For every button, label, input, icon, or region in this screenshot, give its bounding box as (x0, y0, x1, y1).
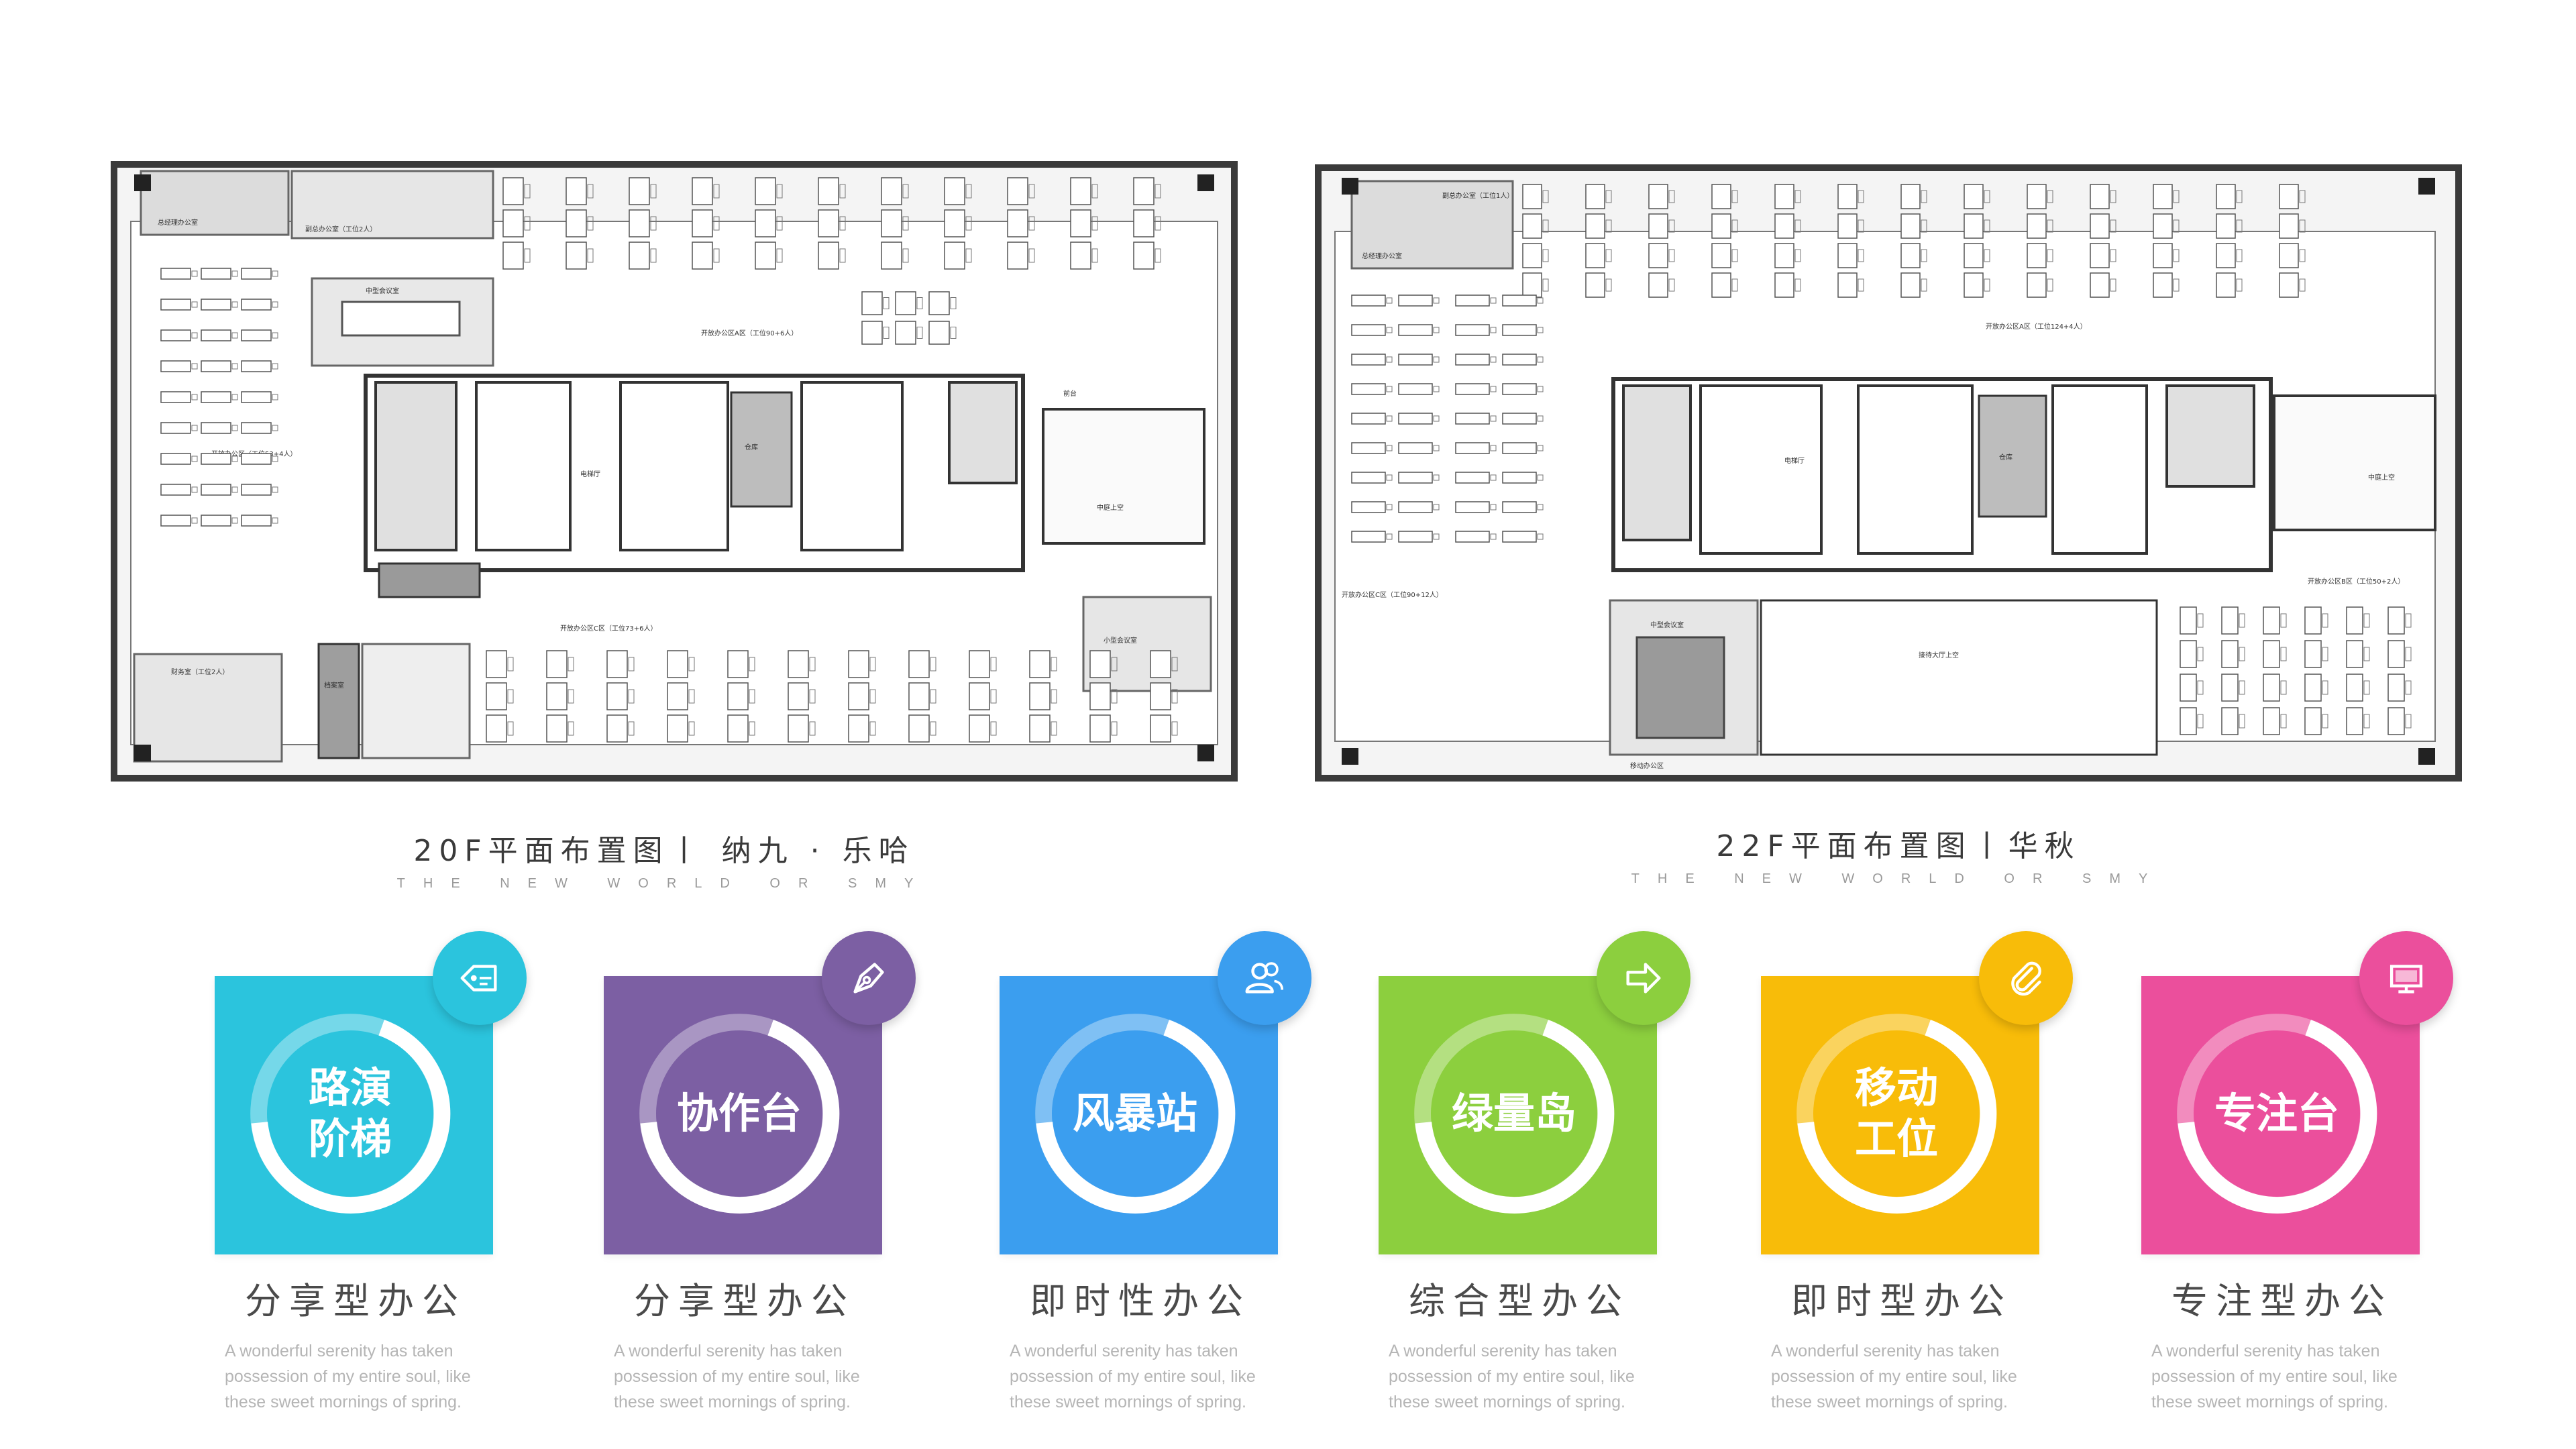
svg-text:开放办公区C区（工位90+12人）: 开放办公区C区（工位90+12人） (1342, 590, 1443, 599)
plan-subtitle-22f: THE NEW WORLD OR SMY (1631, 871, 2166, 886)
card-description: A wonderful serenity has taken possessio… (1389, 1342, 1635, 1411)
card-label: 路演 阶梯 (308, 1063, 392, 1163)
plan-title-22f-text: 22F平面布置图丨华秋 (1716, 829, 2081, 863)
svg-text:开放办公区C区（工位73+6人）: 开放办公区C区（工位73+6人） (560, 624, 657, 633)
svg-text:仓库: 仓库 (1999, 453, 2012, 462)
card-description: A wonderful serenity has taken possessio… (1010, 1342, 1256, 1411)
plan-title-20f: 20F平面布置图丨 纳九 · 乐哈 THE NEW WORLD OR SMY (376, 826, 953, 892)
svg-text:中庭上空: 中庭上空 (1097, 503, 1124, 512)
card-focus-desk: 专注台 专注型办公 A wonderful serenity has taken… (2138, 909, 2493, 1419)
svg-text:档案室: 档案室 (324, 681, 344, 690)
card-subtitle: 专注型办公 (2171, 1280, 2393, 1322)
svg-text:开放办公区A区（工位124+4人）: 开放办公区A区（工位124+4人） (1986, 322, 2087, 331)
progress-ring (1410, 1010, 1618, 1218)
monitor-icon (2359, 931, 2453, 1025)
card-subtitle: 分享型办公 (634, 1280, 855, 1322)
floor-plan-22f: 总经理办公室 副总办公室（工位1人） 电梯厅 仓库 中庭上空 中型会议室 接待大… (1315, 164, 2462, 782)
tag-icon (433, 931, 527, 1025)
card-subtitle: 即时型办公 (1791, 1280, 2012, 1322)
card-subtitle: 分享型办公 (245, 1280, 466, 1322)
svg-text:总经理办公室: 总经理办公室 (158, 218, 198, 227)
progress-ring (635, 1010, 843, 1218)
card-collaboration-desk: 协作台 分享型办公 A wonderful serenity has taken… (600, 909, 956, 1419)
card-label: 风暴站 (1072, 1089, 1197, 1138)
card-label: 专注台 (2214, 1089, 2339, 1138)
floor-plan-20f: N 总经理办公室 副总办公室（工位2人） 中型会议室 电梯厅 仓库 前台 中庭上… (111, 161, 1238, 782)
progress-ring (1792, 1010, 2000, 1218)
svg-text:电梯厅: 电梯厅 (580, 470, 600, 478)
arrow-right-icon (1597, 931, 1690, 1025)
card-subtitle: 即时性办公 (1030, 1280, 1251, 1322)
card-mobile-workstation: 移动 工位 即时型办公 A wonderful serenity has tak… (1758, 909, 2113, 1419)
plan-title-22f: 22F平面布置图丨华秋 THE NEW WORLD OR SMY (1617, 822, 2180, 887)
floor-plan-20f-drawing: N 总经理办公室 副总办公室（工位2人） 中型会议室 电梯厅 仓库 前台 中庭上… (111, 161, 1238, 782)
svg-text:副总办公室（工位1人）: 副总办公室（工位1人） (1442, 191, 1513, 200)
users-icon (1218, 931, 1311, 1025)
card-description: A wonderful serenity has taken possessio… (2151, 1342, 2398, 1411)
svg-text:中庭上空: 中庭上空 (2368, 473, 2395, 482)
pen-nib-icon (822, 931, 916, 1025)
svg-text:开放办公区A区（工位90+6人）: 开放办公区A区（工位90+6人） (701, 329, 798, 337)
card-description: A wonderful serenity has taken possessio… (614, 1342, 860, 1411)
svg-text:仓库: 仓库 (745, 443, 758, 451)
card-subtitle: 综合型办公 (1409, 1280, 1630, 1322)
svg-text:前台: 前台 (1063, 389, 1077, 398)
card-label: 移动 工位 (1854, 1063, 1938, 1163)
plan-title-20f-text: 20F平面布置图丨 纳九 · 乐哈 (413, 834, 915, 868)
progress-ring (2173, 1010, 2381, 1218)
progress-ring (1031, 1010, 1239, 1218)
svg-text:副总办公室（工位2人）: 副总办公室（工位2人） (305, 225, 376, 233)
card-label: 协作台 (676, 1089, 802, 1138)
svg-text:财务室（工位2人）: 财务室（工位2人） (171, 667, 229, 676)
svg-text:中型会议室: 中型会议室 (1650, 621, 1684, 629)
svg-text:开放办公区B区（工位50+2人）: 开放办公区B区（工位50+2人） (2308, 577, 2404, 586)
floor-plan-22f-drawing: 总经理办公室 副总办公室（工位1人） 电梯厅 仓库 中庭上空 中型会议室 接待大… (1315, 164, 2462, 782)
progress-ring (246, 1010, 454, 1218)
svg-text:中型会议室: 中型会议室 (366, 286, 399, 295)
card-roadshow-steps: 路演 阶梯 分享型办公 A wonderful serenity has tak… (211, 909, 567, 1419)
card-description: A wonderful serenity has taken possessio… (1771, 1342, 2017, 1411)
card-green-island: 绿量岛 综合型办公 A wonderful serenity has taken… (1375, 909, 1731, 1419)
svg-text:小型会议室: 小型会议室 (1104, 636, 1137, 645)
svg-text:总经理办公室: 总经理办公室 (1362, 252, 1402, 260)
svg-text:电梯厅: 电梯厅 (1784, 456, 1805, 465)
card-label: 绿量岛 (1451, 1089, 1576, 1138)
svg-text:接待大厅上空: 接待大厅上空 (1919, 651, 1959, 659)
plan-subtitle-20f: THE NEW WORLD OR SMY (396, 876, 932, 891)
paperclip-icon (1979, 931, 2073, 1025)
card-storm-station: 风暴站 即时性办公 A wonderful serenity has taken… (996, 909, 1352, 1419)
svg-text:移动办公区: 移动办公区 (1630, 761, 1664, 770)
card-description: A wonderful serenity has taken possessio… (225, 1342, 471, 1411)
